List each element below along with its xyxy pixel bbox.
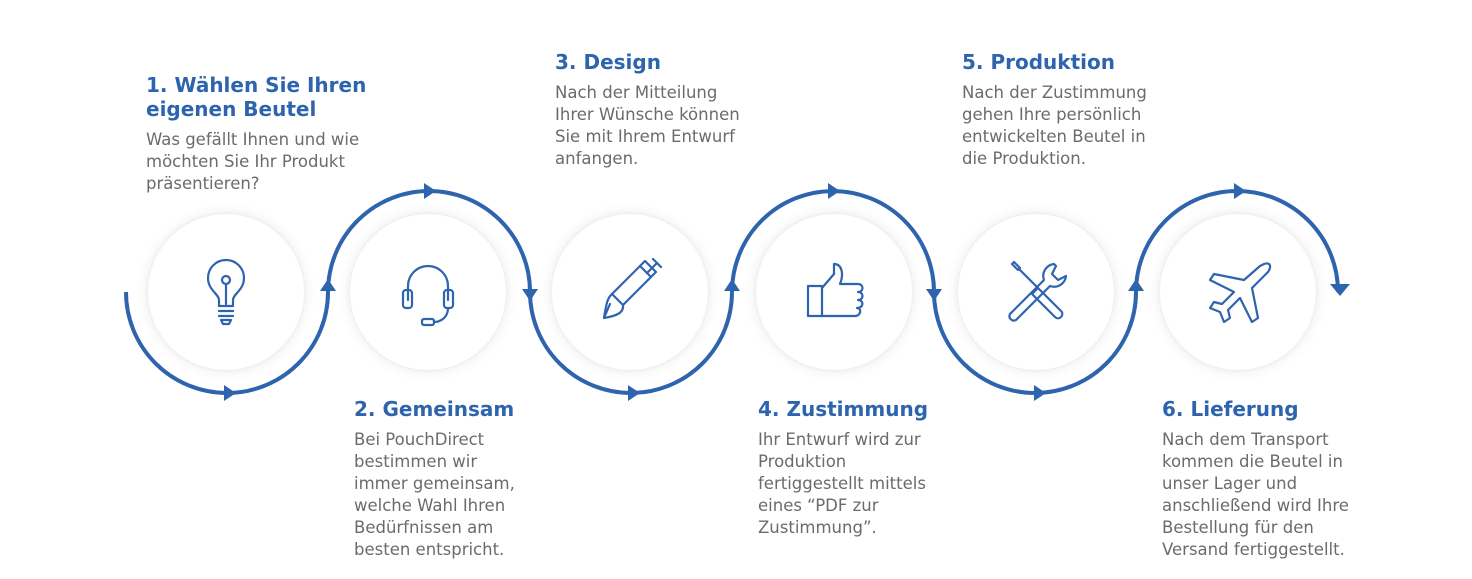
- arrow-head: [724, 279, 740, 291]
- step-title: 1. Wählen Sie Ihren eigenen Beutel: [146, 73, 367, 121]
- step-title: 6. Lieferung: [1162, 397, 1299, 421]
- step-description: Was gefällt Ihnen und wie möchten Sie Ih…: [146, 130, 360, 193]
- step-title: 4. Zustimmung: [758, 397, 929, 421]
- arrow-head: [926, 289, 942, 301]
- step-4-circle: [756, 214, 912, 370]
- step-5-circle: [958, 214, 1114, 370]
- thumbs-up-icon: [806, 262, 864, 318]
- step-1-circle: [148, 214, 304, 370]
- pen-brush-icon: [602, 257, 663, 320]
- arrow-head: [522, 289, 538, 301]
- arrow-head: [1234, 183, 1246, 199]
- arrow-head: [320, 279, 336, 291]
- step-description: Bei PouchDirect bestimmen wir immer geme…: [354, 430, 515, 559]
- wrench-screwdriver-icon: [1008, 260, 1068, 322]
- arrow-head: [1330, 284, 1350, 296]
- arrow-head: [1128, 279, 1144, 291]
- step-title: 5. Produktion: [962, 50, 1115, 74]
- arrow-head: [424, 183, 436, 199]
- step-2: 2. Gemeinsam Bei PouchDirect bestimmen w…: [354, 397, 594, 561]
- lightbulb-icon: [206, 258, 246, 326]
- arrow-head: [628, 385, 640, 401]
- step-description: Nach der Mitteilung Ihrer Wünsche können…: [555, 83, 740, 168]
- step-title: 2. Gemeinsam: [354, 397, 515, 421]
- step-3: 3. Design Nach der Mitteilung Ihrer Wüns…: [555, 50, 795, 170]
- arrow-head: [828, 183, 840, 199]
- arrow-head: [1034, 385, 1046, 401]
- arrow-head: [224, 385, 236, 401]
- step-description: Nach dem Transport kommen die Beutel in …: [1162, 430, 1349, 559]
- step-title: 3. Design: [555, 50, 661, 74]
- step-4: 4. Zustimmung Ihr Entwurf wird zur Produ…: [758, 397, 998, 539]
- step-2-circle: [350, 214, 506, 370]
- step-description: Nach der Zustimmung gehen Ihre persönlic…: [962, 83, 1147, 168]
- step-description: Ihr Entwurf wird zur Produktion fertigge…: [758, 430, 926, 537]
- step-6-circle: [1160, 214, 1316, 370]
- step-3-circle: [552, 214, 708, 370]
- step-6: 6. Lieferung Nach dem Transport kommen d…: [1162, 397, 1452, 561]
- headset-icon: [401, 264, 455, 327]
- step-1: 1. Wählen Sie Ihren eigenen Beutel Was g…: [146, 73, 426, 195]
- step-5: 5. Produktion Nach der Zustimmung gehen …: [962, 50, 1202, 170]
- airplane-icon: [1208, 262, 1272, 324]
